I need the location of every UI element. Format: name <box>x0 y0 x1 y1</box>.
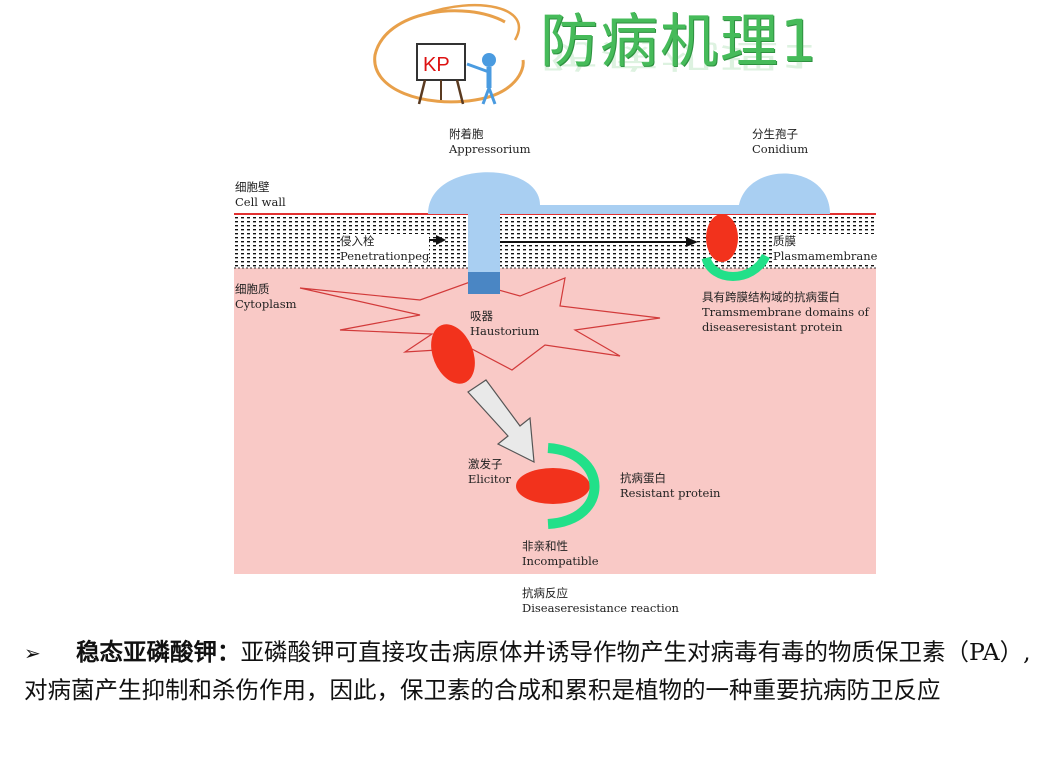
label-transmembrane-en2: diseaseresistant protein <box>702 320 843 334</box>
appressorium-shape <box>428 172 540 214</box>
label-penetration-peg-en: Penetrationpeg <box>340 249 430 263</box>
caption-text: 亚磷酸钾可直接攻击病原体并诱导作物产生对病毒有毒的物质保卫素（PA）,对病菌产生… <box>24 638 1031 704</box>
caption-paragraph: ➢ 稳态亚磷酸钾：亚磷酸钾可直接攻击病原体并诱导作物产生对病毒有毒的物质保卫素（P… <box>24 634 1034 709</box>
label-appressorium-en: Appressorium <box>449 142 531 156</box>
haustorium-shape <box>299 277 661 371</box>
label-haustorium-zh: 吸器 <box>470 309 493 323</box>
label-transmembrane-en1: Tramsmembrane domains of <box>702 305 869 319</box>
label-appressorium-zh: 附着胞 <box>449 127 484 141</box>
released-elicitor-ellipse <box>431 324 475 384</box>
label-disease-resistance-zh: 抗病反应 <box>522 586 568 600</box>
label-appressorium: 附着胞 Appressorium <box>449 127 531 157</box>
elicitor-ellipse <box>516 468 590 504</box>
label-conidium-en: Conidium <box>752 142 809 156</box>
label-resistant-protein: 抗病蛋白 Resistant protein <box>620 471 720 501</box>
label-cytoplasm-zh: 细胞质 <box>235 282 270 296</box>
label-resistant-protein-en: Resistant protein <box>620 486 721 500</box>
label-elicitor: 激发子 Elicitor <box>468 457 511 487</box>
bullet-icon: ➢ <box>24 641 41 665</box>
label-resistant-protein-zh: 抗病蛋白 <box>620 471 666 485</box>
label-plasma-membrane-en: Plasmamembrane <box>773 249 878 263</box>
label-plasma-membrane-zh: 质膜 <box>773 234 796 248</box>
conidium-shape <box>738 173 830 214</box>
label-transmembrane: 具有跨膜结构域的抗病蛋白 Tramsmembrane domains of di… <box>702 290 869 335</box>
label-penetration-peg-zh: 侵入栓 <box>340 234 375 248</box>
label-elicitor-zh: 激发子 <box>468 457 503 471</box>
membrane-elicitor-ellipse <box>706 214 738 262</box>
label-haustorium: 吸器 Haustorium <box>470 309 539 339</box>
label-cytoplasm: 细胞质 Cytoplasm <box>235 282 297 312</box>
label-plasma-membrane: 质膜 Plasmamembrane <box>773 234 878 264</box>
label-disease-resistance: 抗病反应 Diseaseresistance reaction <box>522 586 679 616</box>
label-cell-wall: 细胞壁 Cell wall <box>235 180 286 210</box>
label-conidium: 分生孢子 Conidium <box>752 127 808 157</box>
kp-logo: KP <box>373 3 525 105</box>
logo-text: KP <box>423 54 450 76</box>
label-elicitor-en: Elicitor <box>468 472 511 486</box>
page-title: 防病机理1 <box>540 7 819 75</box>
label-incompatible-zh: 非亲和性 <box>522 539 568 553</box>
label-cell-wall-en: Cell wall <box>235 195 286 209</box>
caption-term: 稳态亚磷酸钾： <box>76 638 241 666</box>
label-incompatible: 非亲和性 Incompatible <box>522 539 599 569</box>
label-haustorium-en: Haustorium <box>470 324 540 338</box>
penetration-peg-shape <box>468 208 500 272</box>
label-cell-wall-zh: 细胞壁 <box>235 180 270 194</box>
label-cytoplasm-en: Cytoplasm <box>235 297 297 311</box>
label-conidium-zh: 分生孢子 <box>752 127 798 141</box>
label-incompatible-en: Incompatible <box>522 554 599 568</box>
header: KP <box>365 0 885 118</box>
label-disease-resistance-en: Diseaseresistance reaction <box>522 601 679 615</box>
disease-resistance-diagram: 附着胞 Appressorium 分生孢子 Conidium 细胞壁 Cell … <box>234 127 878 616</box>
resistant-protein-arc <box>547 443 600 529</box>
label-transmembrane-zh: 具有跨膜结构域的抗病蛋白 <box>702 290 840 304</box>
membrane-protein-arc <box>701 253 771 281</box>
label-penetration-peg: 侵入栓 Penetrationpeg <box>340 234 430 264</box>
signal-arrow <box>467 379 535 464</box>
